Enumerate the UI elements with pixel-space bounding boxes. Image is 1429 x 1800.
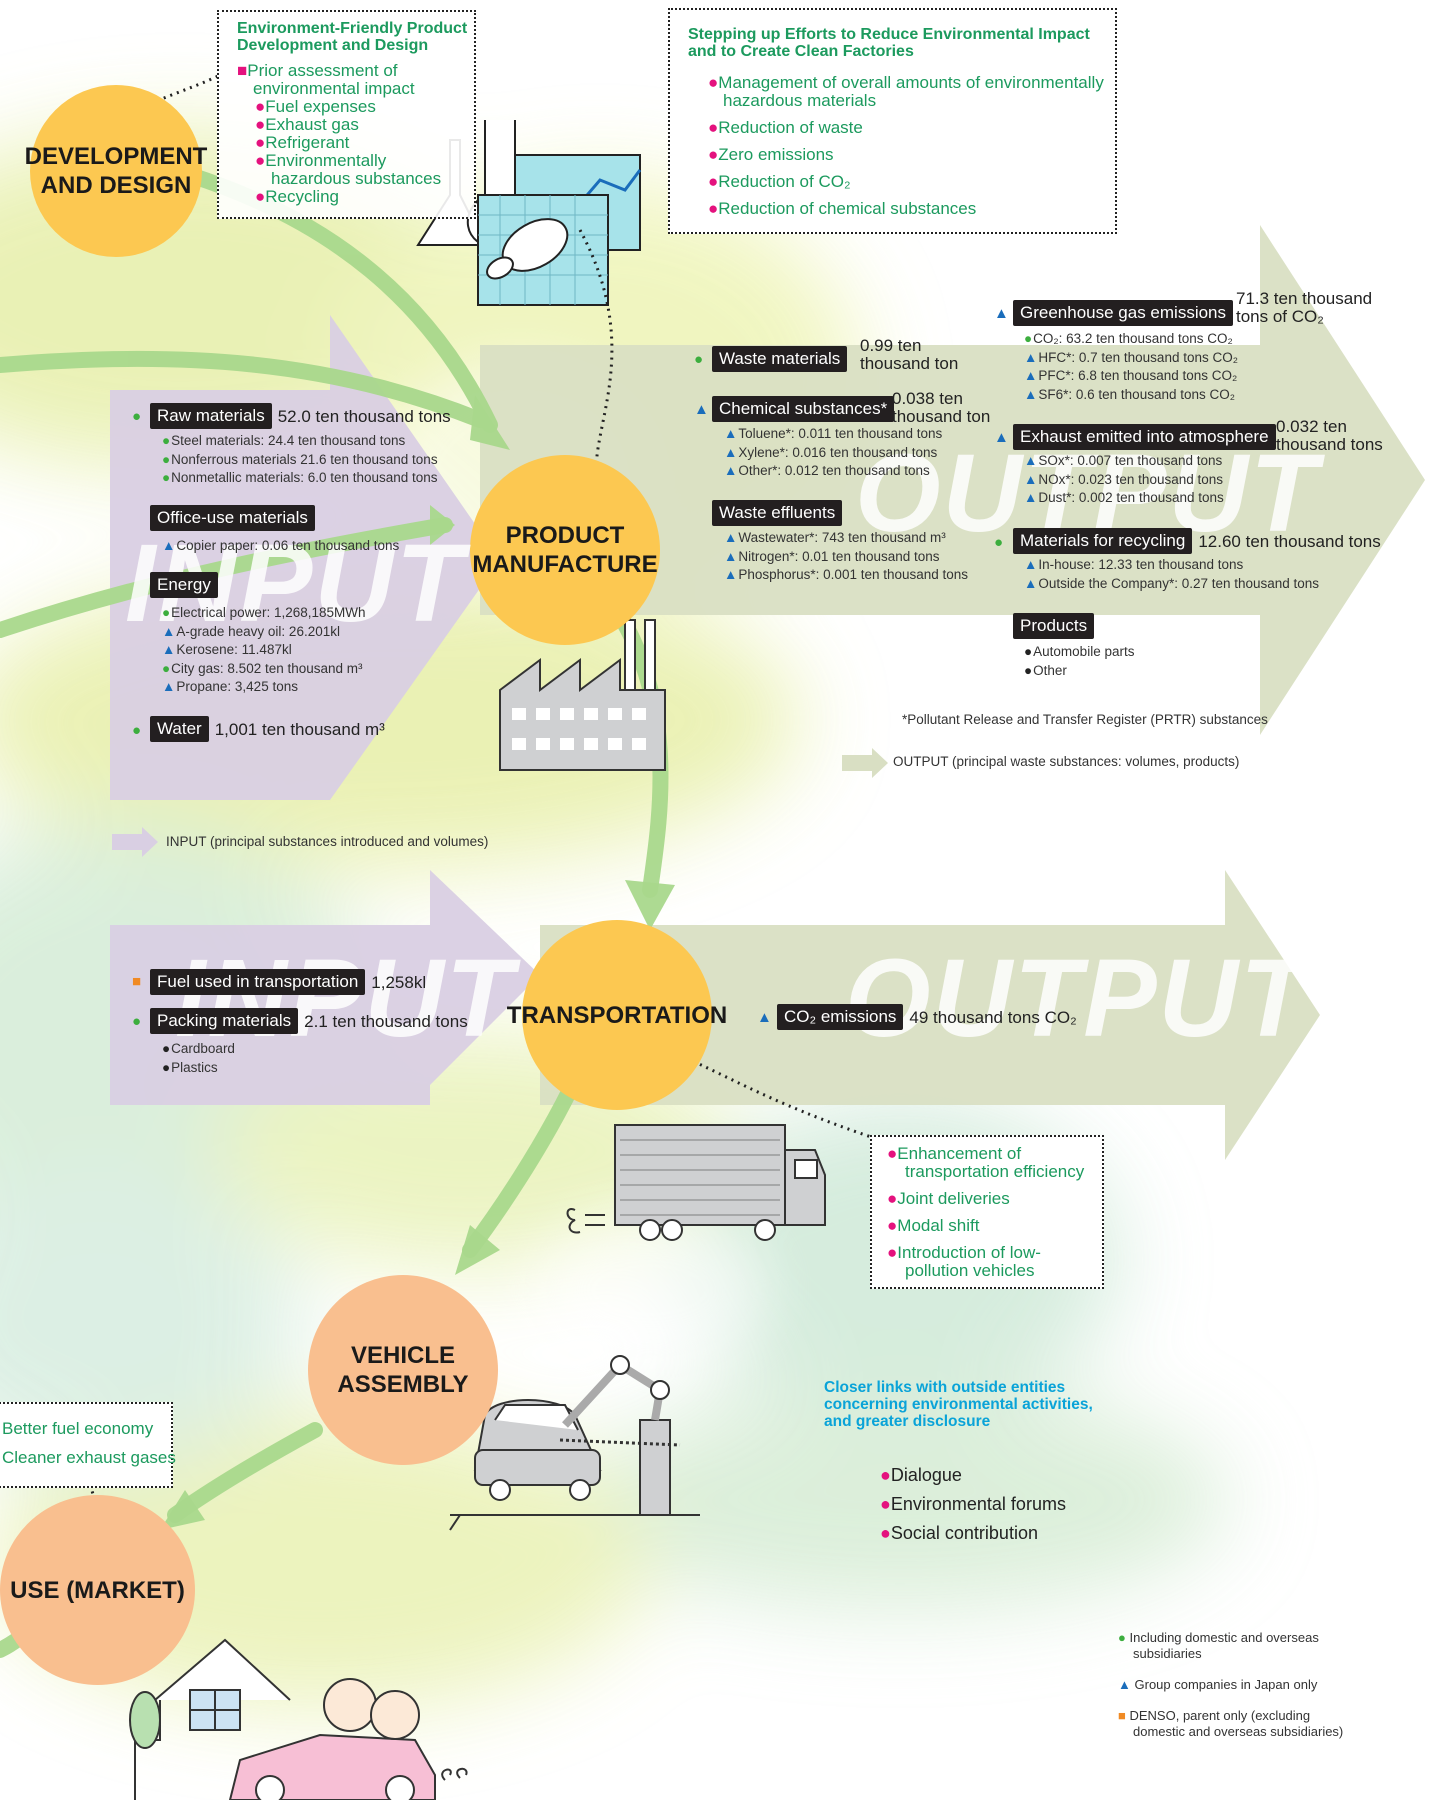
prtr-note: *Pollutant Release and Transfer Register… [902, 712, 1268, 727]
legend-blue: ▲ Group companies in Japan only [1118, 1677, 1318, 1692]
use-market-circle: USE (MARKET) [0, 1495, 195, 1685]
legend-green: ● Including domestic and overseas subsid… [1118, 1630, 1319, 1661]
factory-box-items: Management of overall amounts of environ… [708, 74, 1104, 218]
external-items: Dialogue Environmental forums Social con… [880, 1465, 1066, 1543]
factory-illustration [499, 619, 666, 771]
development-circle: DEVELOPMENT AND DESIGN [25, 85, 207, 257]
exhaust-marker: ▲ [994, 429, 1009, 446]
waste-row: Waste materials [712, 346, 848, 372]
packing-marker: ● [132, 1013, 142, 1030]
assembly-illustration [449, 1355, 700, 1531]
use-box [0, 1402, 173, 1488]
energy-subs: Electrical power: 1,268,185MWh A-grade h… [162, 604, 365, 697]
ghg-row: Greenhouse gas emissions [1013, 300, 1234, 326]
exhaust-row: Exhaust emitted into atmosphere [1013, 424, 1276, 450]
use-box-items: Better fuel economy Cleaner exhaust gase… [2, 1419, 176, 1467]
energy-row: Energy [150, 572, 218, 598]
input-legend-text: INPUT (principal substances introduced a… [166, 834, 489, 849]
input-legend-arrow [112, 827, 158, 857]
office-materials-subs: Copier paper: 0.06 ten thousand tons [162, 537, 399, 556]
output-word-transport: OUTPUT [845, 937, 1310, 1060]
effluent-row: Waste effluents [712, 500, 843, 526]
chem-marker: ▲ [694, 401, 709, 418]
truck-illustration [566, 1124, 826, 1241]
ghg-marker: ▲ [994, 305, 1009, 322]
home-car-illustration [129, 1638, 468, 1800]
factory-box-title: Stepping up Efforts to Reduce Environmen… [688, 26, 1090, 60]
packing-subs: Cardboard Plastics [162, 1040, 235, 1077]
legend-orange: ■ DENSO, parent only (excluding domestic… [1118, 1708, 1344, 1739]
fuel-marker: ■ [132, 973, 142, 990]
exhaust-subs: SOx*: 0.007 ten thousand tons NOx*: 0.02… [1024, 452, 1223, 508]
office-materials-row: Office-use materials [150, 505, 315, 531]
chem-row: Chemical substances* [712, 396, 895, 422]
design-box-items: ■Prior assessment of environmental impac… [237, 62, 441, 206]
lab-illustration [416, 120, 642, 306]
co2-marker: ▲ [757, 1009, 772, 1026]
ghg-subs: CO₂: 63.2 ten thousand tons CO₂ HFC*: 0.… [1024, 330, 1238, 404]
waste-marker: ● [694, 351, 704, 368]
effluent-subs: Wastewater*: 743 ten thousand m³ Nitroge… [724, 529, 968, 585]
output-arrow-transport [540, 870, 1320, 1160]
recycling-marker: ● [994, 534, 1004, 551]
transportation-circle: TRANSPORTATION [507, 920, 727, 1110]
products-row: Products [1013, 613, 1095, 639]
manufacture-circle: PRODUCT MANUFACTURE [470, 455, 660, 645]
chem-subs: Toluene*: 0.011 ten thousand tons Xylene… [724, 425, 942, 481]
products-subs: Automobile parts Other [1024, 643, 1134, 680]
recycling-subs: In-house: 12.33 ten thousand tons Outsid… [1024, 556, 1319, 593]
transport-box-items: Enhancement of transportation efficiency… [887, 1145, 1084, 1280]
output-legend-arrow [842, 748, 888, 778]
vehicle-assembly-circle: VEHICLE ASSEMBLY [308, 1275, 498, 1465]
raw-marker: ● [132, 408, 142, 425]
output-legend-text: OUTPUT (principal waste substances: volu… [893, 754, 1240, 769]
raw-materials-subs: Steel materials: 24.4 ten thousand tons … [162, 432, 437, 488]
water-marker: ● [132, 722, 142, 739]
